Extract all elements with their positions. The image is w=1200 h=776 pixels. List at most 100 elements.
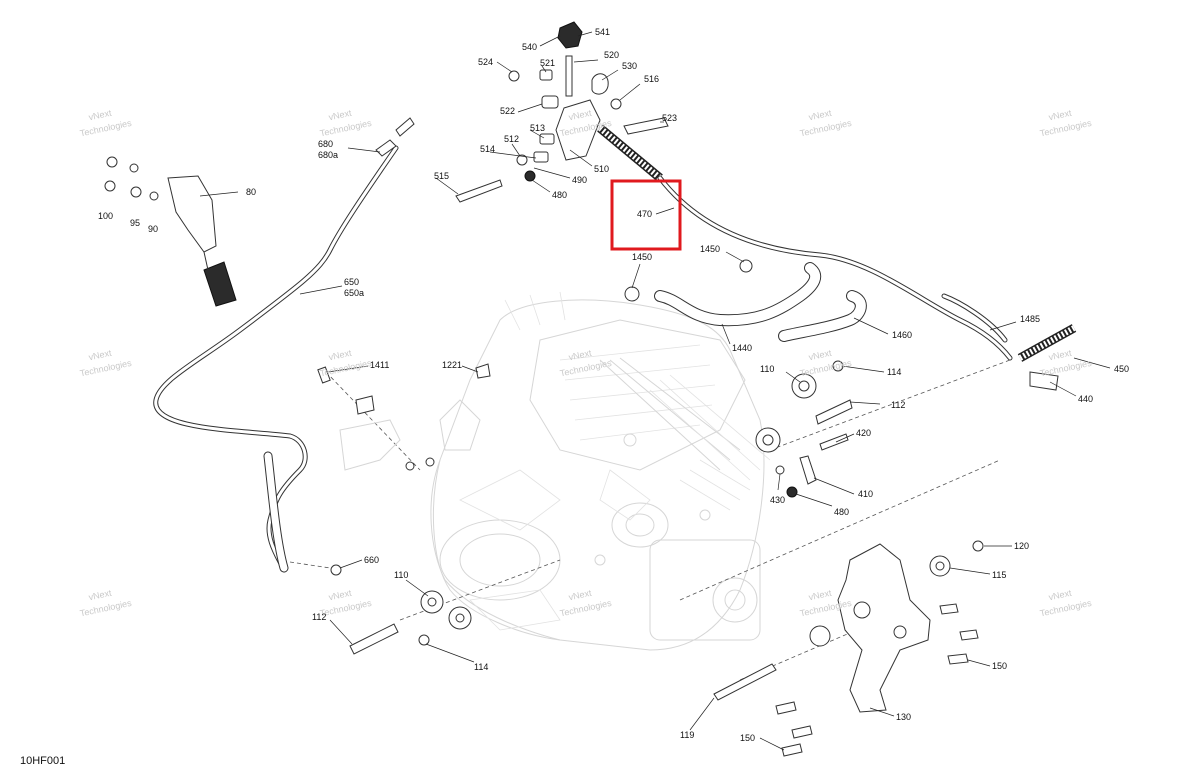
watermark-line2: Technologies (1039, 358, 1093, 379)
watermark-line2: Technologies (319, 118, 373, 139)
callout-114-right[interactable]: 114 (887, 367, 901, 377)
lower-right-bracket-group (713, 540, 984, 757)
washer-icon (129, 163, 139, 173)
callout-513[interactable]: 513 (530, 123, 545, 133)
bushing-521 (539, 69, 553, 81)
callout-541[interactable]: 541 (595, 27, 610, 37)
callout-530[interactable]: 530 (622, 61, 637, 71)
watermark-line1: vNext (568, 588, 593, 603)
callout-480-right[interactable]: 480 (834, 507, 849, 517)
nut-100-icon (106, 156, 118, 168)
bolt-112-icon (815, 399, 853, 425)
callout-150-right[interactable]: 150 (992, 661, 1007, 671)
callout-512[interactable]: 512 (504, 134, 519, 144)
watermark-line1: vNext (1048, 348, 1073, 363)
callout-440[interactable]: 440 (1078, 394, 1093, 404)
callout-150-left[interactable]: 150 (740, 733, 755, 743)
cable-fitting-icon (395, 117, 415, 137)
callout-680[interactable]: 680 (318, 139, 333, 149)
callout-650a[interactable]: 650a (344, 288, 364, 298)
watermark-line2: Technologies (559, 358, 613, 379)
callout-114-left[interactable]: 114 (474, 662, 488, 672)
callout-115[interactable]: 115 (992, 570, 1006, 580)
shifter-bracket-510 (555, 99, 601, 161)
bolt-150a-icon (939, 603, 959, 615)
clamp-1450-right-icon (739, 259, 753, 273)
watermark-line1: vNext (88, 108, 113, 123)
callout-450[interactable]: 450 (1114, 364, 1129, 374)
callout-510[interactable]: 510 (594, 164, 609, 174)
callout-130[interactable]: 130 (896, 712, 911, 722)
callout-410[interactable]: 410 (858, 489, 873, 499)
watermark-line1: vNext (808, 108, 833, 123)
clamp-1450-left-icon (624, 286, 640, 302)
callout-110-right[interactable]: 110 (760, 364, 774, 374)
bracket-440 (1029, 371, 1059, 391)
nut-90-icon (149, 191, 159, 201)
callout-430[interactable]: 430 (770, 495, 785, 505)
callout-524[interactable]: 524 (478, 57, 493, 67)
callout-100[interactable]: 100 (98, 211, 113, 221)
engine-ghost-outline (430, 291, 771, 651)
callout-470[interactable]: 470 (637, 209, 652, 219)
callout-521[interactable]: 521 (540, 58, 555, 68)
clip-1221-icon (475, 363, 491, 379)
callout-650[interactable]: 650 (344, 277, 359, 287)
lower-left-pulley-group (349, 559, 561, 655)
nut-480b-icon (786, 486, 798, 498)
callout-90[interactable]: 90 (148, 224, 158, 234)
callout-540[interactable]: 540 (522, 42, 537, 52)
callout-112-right[interactable]: 112 (891, 400, 905, 410)
callout-1221[interactable]: 1221 (442, 360, 462, 370)
callout-522[interactable]: 522 (500, 106, 515, 116)
callout-514[interactable]: 514 (480, 144, 495, 154)
callout-112-left[interactable]: 112 (312, 612, 326, 622)
cable-end-680-icon (375, 139, 397, 157)
callout-420[interactable]: 420 (856, 428, 871, 438)
nut-524-icon (508, 70, 520, 82)
callout-80[interactable]: 80 (246, 187, 256, 197)
bolt-420-icon (819, 433, 849, 451)
bolt-523-icon (623, 117, 669, 135)
right-pulley-group (679, 359, 1011, 601)
mounting-bracket-130 (837, 543, 931, 713)
callout-523[interactable]: 523 (662, 113, 677, 123)
callout-110-left[interactable]: 110 (394, 570, 408, 580)
bolt-112b-icon (349, 623, 399, 655)
accelerator-pedal-assembly (104, 156, 237, 307)
clip-530-icon (591, 73, 609, 95)
clip-icon (405, 461, 415, 471)
callout-1460[interactable]: 1460 (892, 330, 912, 340)
callout-480-top[interactable]: 480 (552, 190, 567, 200)
spacer-522 (541, 95, 559, 109)
callout-1440[interactable]: 1440 (732, 343, 752, 353)
watermark-line1: vNext (568, 348, 593, 363)
watermark-line2: Technologies (559, 598, 613, 619)
watermark-line2: Technologies (79, 358, 133, 379)
callout-515[interactable]: 515 (434, 171, 449, 181)
callout-1411[interactable]: 1411 (370, 360, 389, 370)
pulley-lower-icon (809, 625, 831, 647)
bolt-119-icon (713, 663, 777, 701)
cap-120-icon (972, 540, 984, 552)
callout-520[interactable]: 520 (604, 50, 619, 60)
callout-1450-left[interactable]: 1450 (632, 252, 652, 262)
bolt-515-icon (455, 179, 503, 203)
callout-516[interactable]: 516 (644, 74, 659, 84)
callout-680a[interactable]: 680a (318, 150, 338, 160)
highlight-box-470[interactable] (610, 179, 682, 251)
bolt-150b-icon (775, 701, 797, 715)
watermark-line2: Technologies (1039, 118, 1093, 139)
callout-1450-right[interactable]: 1450 (700, 244, 720, 254)
callout-490[interactable]: 490 (572, 175, 587, 185)
callout-119[interactable]: 119 (680, 730, 694, 740)
watermark-line2: Technologies (319, 598, 373, 619)
spacer-514 (533, 151, 549, 163)
watermark-line1: vNext (808, 588, 833, 603)
shift-lever-rod (565, 55, 573, 97)
callout-120[interactable]: 120 (1014, 541, 1029, 551)
callout-660[interactable]: 660 (364, 555, 379, 565)
callout-1485[interactable]: 1485 (1020, 314, 1040, 324)
callout-95[interactable]: 95 (130, 218, 140, 228)
